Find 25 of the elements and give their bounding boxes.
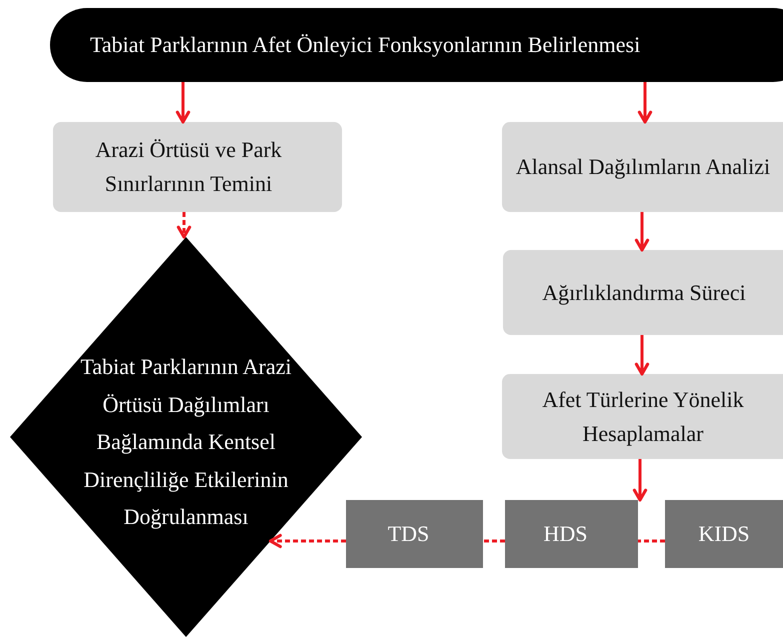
arrow xyxy=(176,212,192,239)
process-box xyxy=(502,374,783,459)
node-text: Ağırlıklandırma Süreci xyxy=(542,278,746,307)
process-box xyxy=(502,122,783,212)
process-box xyxy=(505,500,638,568)
node-text: Tabiat Parklarının Arazi Örtüsü Dağılımları Bağlamında Kentsel Dirençliliğe Etkilerinin Doğrulanması xyxy=(79,353,293,532)
process-box xyxy=(665,500,783,568)
node-text: KIDS xyxy=(698,520,750,548)
node-text: Alansal Dağılımların Analizi xyxy=(516,153,770,181)
arrow xyxy=(634,335,650,376)
process-box xyxy=(53,122,342,212)
process-box xyxy=(503,250,783,335)
node-text: TDS xyxy=(388,520,430,548)
process-box xyxy=(346,500,483,568)
arrow xyxy=(632,459,648,502)
arrow xyxy=(176,82,190,124)
node-text: HDS xyxy=(543,520,588,548)
title-pill xyxy=(50,8,783,82)
decision-diamond xyxy=(10,237,362,637)
arrow xyxy=(268,534,346,548)
node-text: Afet Türlerine Yönelik Hesaplamalar xyxy=(541,386,745,448)
node-text: Arazi Örtüsü ve Park Sınırlarının Temini xyxy=(94,136,283,198)
arrow xyxy=(638,82,652,124)
arrow xyxy=(634,212,650,252)
node-text: Tabiat Parklarının Afet Önleyici Fonksyonlarının Belirlenmesi xyxy=(90,31,640,59)
